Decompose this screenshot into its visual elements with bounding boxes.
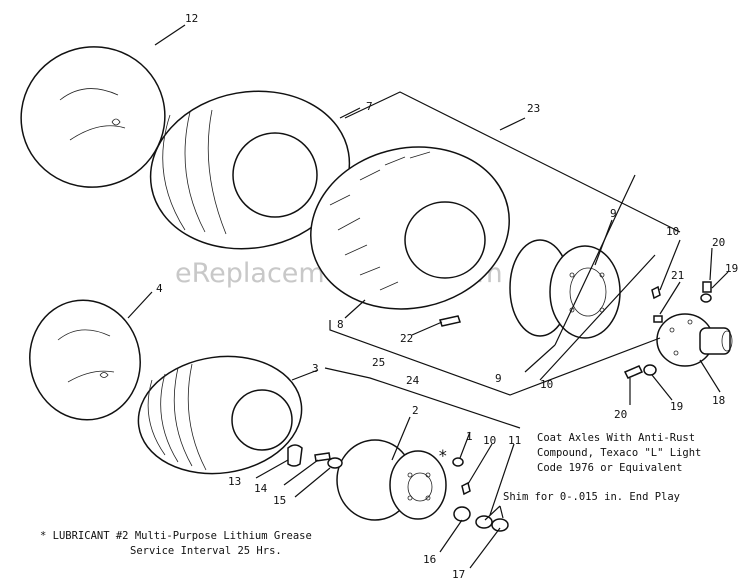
- axle-note-line1: Coat Axles With Anti-Rust: [537, 432, 695, 444]
- inner-tube-lower: [29, 299, 141, 421]
- callout-25: 25: [372, 356, 385, 369]
- callout-13: 13: [228, 475, 241, 488]
- callout-9-upper: 9: [610, 207, 617, 220]
- turf-tire: [149, 90, 351, 250]
- callout-22: 22: [400, 332, 413, 345]
- inner-tube-upper: [20, 46, 166, 188]
- callout-21: 21: [671, 269, 684, 282]
- shim-note: Shim for 0-.015 in. End Play: [503, 491, 680, 503]
- callout-16: 16: [423, 553, 436, 566]
- leaders-upper: [154, 24, 729, 405]
- callout-18: 18: [712, 394, 725, 407]
- callout-15: 15: [273, 494, 286, 507]
- callout-9-lower: 9: [495, 372, 502, 385]
- fasteners-lower: [287, 444, 509, 532]
- callout-10-mid: 10: [540, 378, 553, 391]
- callout-10-upper: 10: [666, 225, 679, 238]
- fasteners-upper: [439, 281, 712, 379]
- leaders-lower: [127, 291, 515, 569]
- callout-20-upper: 20: [712, 236, 725, 249]
- callout-8: 8: [337, 318, 344, 331]
- callout-24: 24: [406, 374, 420, 387]
- assembly-bracket-9-10: [539, 174, 656, 381]
- callout-20-lower: 20: [614, 408, 627, 421]
- axle-note-line2: Compound, Texaco "L" Light: [537, 447, 701, 459]
- lubricant-note-line1: * LUBRICANT #2 Multi-Purpose Lithium Gre…: [40, 530, 312, 542]
- asterisk-marker: *: [438, 446, 448, 465]
- callout-11: 11: [508, 434, 521, 447]
- axle-note-line3: Code 1976 or Equivalent: [537, 462, 682, 474]
- rim-upper: [509, 239, 621, 339]
- callout-19-upper: 19: [725, 262, 738, 275]
- rim-lower: [336, 439, 447, 521]
- callout-23: 23: [527, 102, 540, 115]
- assembly-bracket-23: [344, 91, 681, 233]
- lubricant-note-line2: Service Interval 25 Hrs.: [130, 545, 282, 557]
- callout-12: 12: [185, 12, 198, 25]
- assembly-bracket-24: [329, 320, 661, 396]
- callout-2: 2: [412, 404, 419, 417]
- callout-17: 17: [452, 568, 465, 581]
- callout-7: 7: [366, 100, 373, 113]
- callout-4: 4: [156, 282, 163, 295]
- callout-14: 14: [254, 482, 268, 495]
- lug-tire: [310, 146, 510, 310]
- assembly-bracket-25: [324, 367, 521, 429]
- ribbed-tire: [137, 355, 303, 475]
- callout-1: 1: [466, 430, 473, 443]
- hub: [656, 313, 733, 367]
- callout-10-lower: 10: [483, 434, 496, 447]
- callout-19-lower: 19: [670, 400, 683, 413]
- callout-3: 3: [312, 362, 319, 375]
